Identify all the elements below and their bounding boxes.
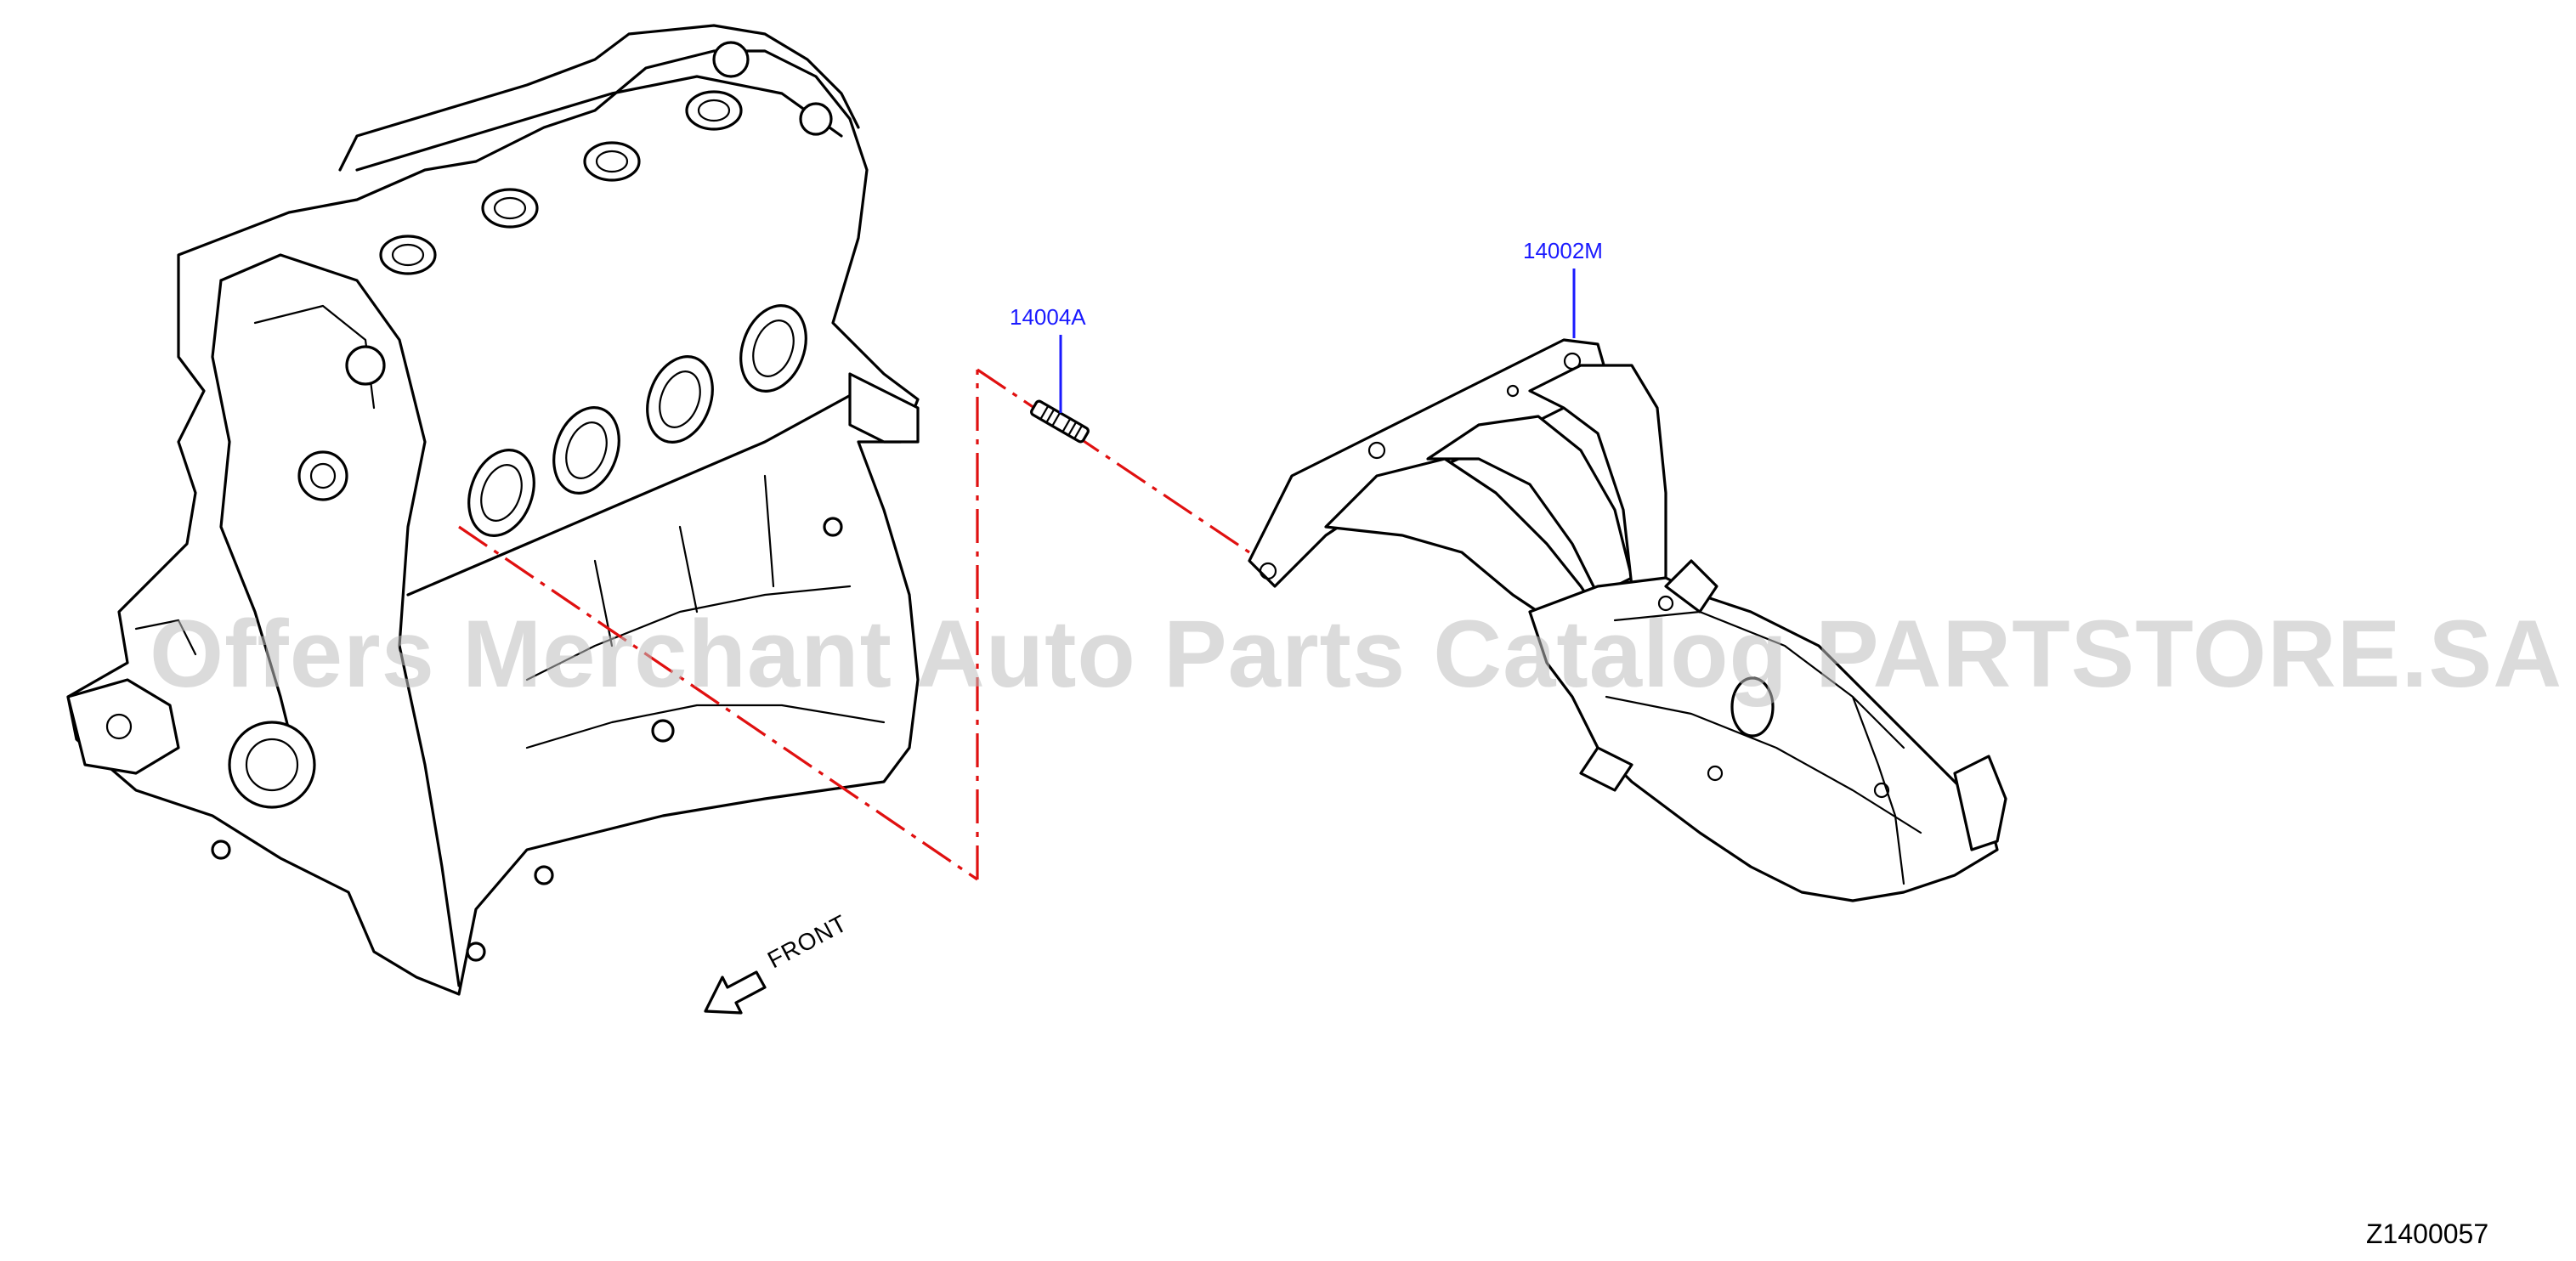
stud-14004a[interactable] <box>1030 399 1090 444</box>
callout-14004a[interactable]: 14004A <box>1010 304 1086 330</box>
front-arrow-icon <box>704 970 767 1015</box>
diagram-code: Z1400057 <box>2366 1219 2489 1249</box>
callout-14002m[interactable]: 14002M <box>1523 238 1603 263</box>
assembly-guide-lines <box>458 368 1250 881</box>
exhaust-manifold-14002m[interactable] <box>1248 338 2007 902</box>
engine-assembly <box>66 24 920 996</box>
callout-leaders <box>1059 269 1576 413</box>
